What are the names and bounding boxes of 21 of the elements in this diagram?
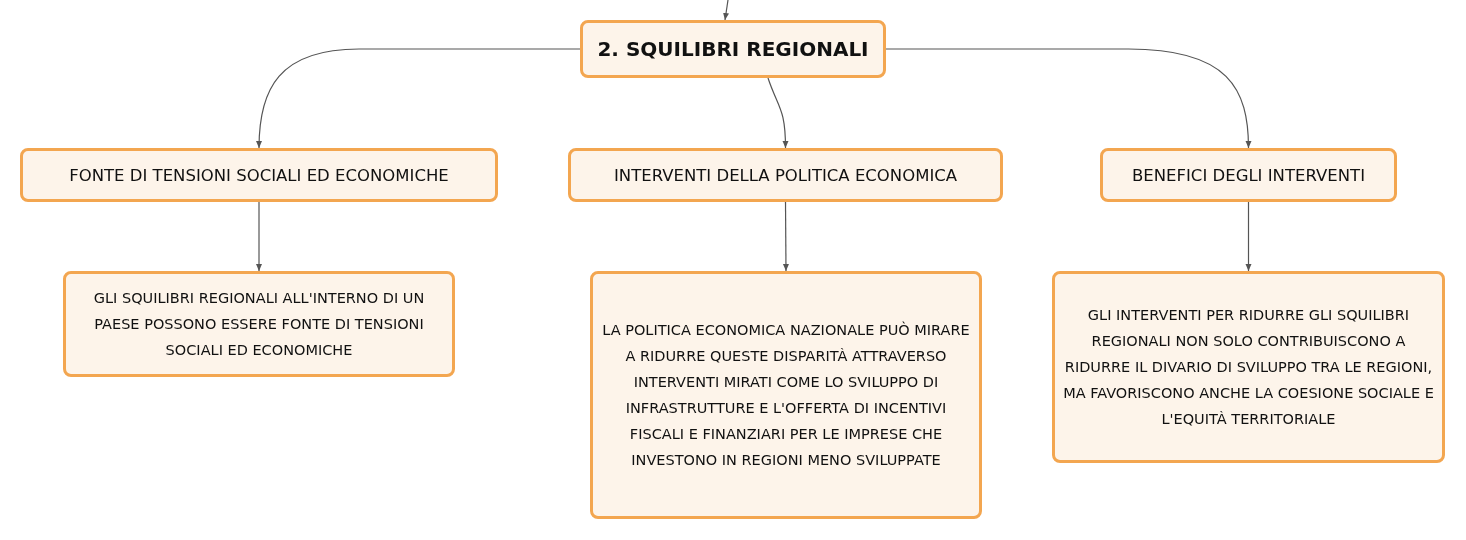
description-text: LA POLITICA ECONOMICA NAZIONALE PUÒ MIRARE A RIDURRE QUESTE DISPARITÀ ATTRAVERSO INTERVENTI MIRATI COME LO SVILUPPO DI INFRASTRUTTURE E L'OFFERTA DI INCENTIVI FISCALI E FINANZIARI PER LE IMPRESE CHE INVESTONO IN REGIONI MENO SVILUPPATE	[601, 320, 971, 470]
text-box	[1052, 271, 1445, 463]
topic-label: FONTE DI TENSIONI SOCIALI ED ECONOMICHE	[69, 165, 449, 185]
connector-arrow	[256, 201, 262, 272]
connector-arrow	[256, 48, 581, 149]
connector-arrow	[767, 77, 789, 149]
topic-label: BENEFICI DEGLI INTERVENTI	[1132, 165, 1365, 185]
topic-box	[568, 148, 1003, 202]
connector-arrow	[1245, 201, 1252, 272]
root-topic-box	[580, 20, 886, 78]
description-text: GLI SQUILIBRI REGIONALI ALL'INTERNO DI UN PAESE POSSONO ESSERE FONTE DI TENSIONI SOCIALI ED ECONOMICHE	[92, 289, 426, 360]
topic-box	[1100, 148, 1397, 202]
description-text: GLI INTERVENTI PER RIDURRE GLI SQUILIBRI REGIONALI NON SOLO CONTRIBUISCONO A RIDURRE IL DIVARIO DI SVILUPPO TRA LE REGIONI, MA FAVORISCONO ANCHE LA COESIONE SOCIALE E L'EQUITÀ TERRITORIALE	[1062, 306, 1435, 429]
text-box	[590, 271, 982, 519]
topic-label: INTERVENTI DELLA POLITICA ECONOMICA	[613, 165, 958, 185]
connector-arrow	[723, 0, 729, 21]
text-box	[63, 271, 455, 377]
title-text: 2. SQUILIBRI REGIONALI	[597, 37, 869, 61]
topic-box	[20, 148, 498, 202]
connector-arrow	[782, 201, 789, 272]
connector-arrow	[885, 48, 1252, 149]
